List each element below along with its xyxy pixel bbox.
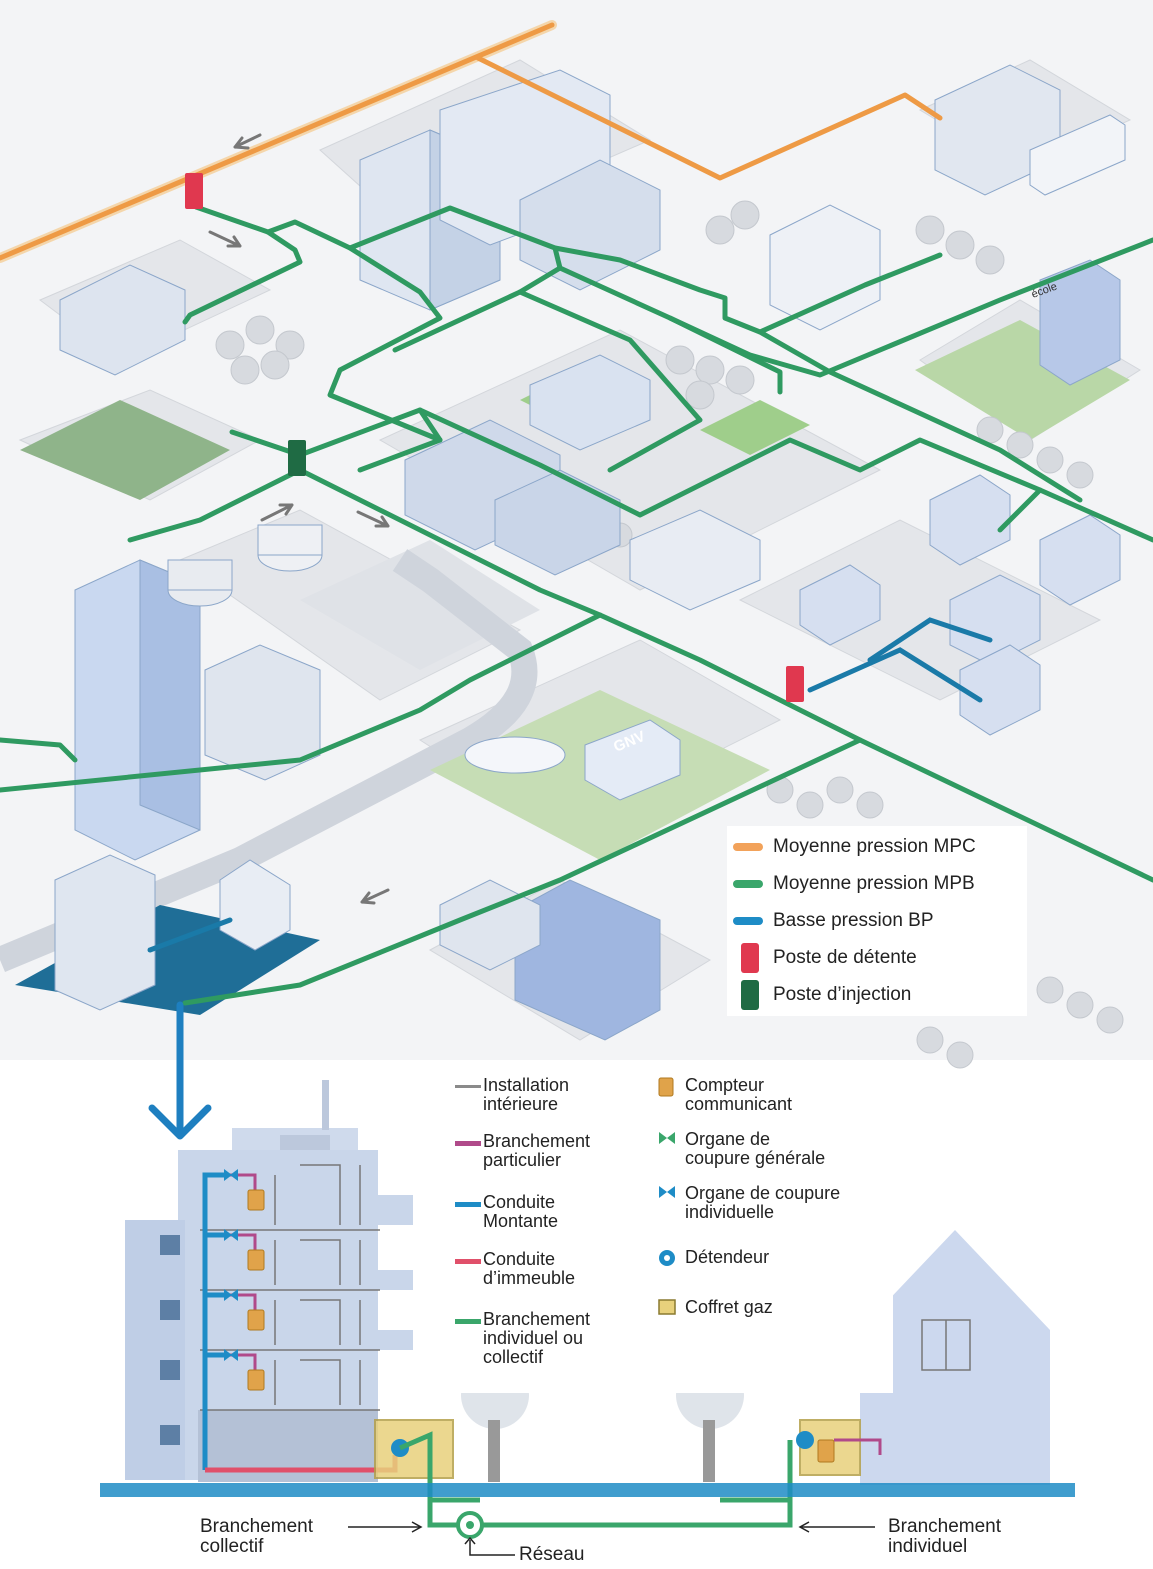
legend-line-swatch	[455, 1319, 481, 1324]
legend-row: Moyenne pression MPC	[727, 832, 976, 862]
legend-row: Basse pression BP	[727, 906, 934, 936]
label-branchement-individuel: Branchement individuel	[888, 1516, 1002, 1557]
legend-label: Moyenne pression MPC	[773, 836, 976, 857]
legend-label: Compteur communicant	[685, 1075, 793, 1114]
legend-line-swatch	[727, 869, 773, 899]
poste-injection-marker	[288, 440, 306, 476]
legend-label: Branchement particulier	[483, 1131, 591, 1170]
legend-line-swatch	[727, 832, 773, 862]
poste-detente-markers	[185, 173, 804, 702]
flow-arrows	[208, 133, 390, 905]
legend-line-swatch	[455, 1202, 481, 1207]
buildings	[54, 64, 1126, 1041]
legend-line-swatch	[455, 1141, 481, 1146]
legend-label: Installation intérieure	[483, 1075, 570, 1114]
flat-green-roof-2	[700, 400, 810, 455]
legend-label: Organe de coupure générale	[685, 1129, 826, 1168]
regulator-icon	[658, 1249, 676, 1272]
gas-box-icon	[658, 1299, 676, 1320]
legend-line-swatch	[455, 1085, 481, 1088]
legend-label: Basse pression BP	[773, 910, 934, 931]
general-valve-icon	[658, 1131, 676, 1150]
legend-label: Poste de détente	[773, 947, 917, 968]
legend-row: Moyenne pression MPB	[727, 869, 975, 899]
legend-line-swatch	[727, 906, 773, 936]
mpb-pipeline	[0, 204, 1153, 1006]
label-reseau: Réseau	[519, 1544, 585, 1565]
legend-box-swatch	[727, 943, 773, 973]
bp-pipeline	[147, 617, 993, 953]
meter-icon	[658, 1077, 674, 1102]
legend-label: Détendeur	[685, 1247, 770, 1267]
label-branchement-collectif: Branchement collectif	[200, 1516, 314, 1557]
parking-lot	[300, 540, 540, 670]
main-road	[0, 549, 538, 972]
legend-label: Coffret gaz	[685, 1297, 773, 1317]
school-yard	[915, 320, 1130, 440]
legend-line-swatch	[455, 1259, 481, 1264]
legend-label: Organe de coupure individuelle	[685, 1183, 841, 1222]
legend-label: Conduite d’immeuble	[483, 1249, 576, 1288]
legend-box-swatch	[727, 980, 773, 1010]
legend-row: Poste d’injection	[727, 980, 911, 1010]
mpc-pipeline	[0, 20, 943, 263]
apartment-building	[125, 1080, 480, 1503]
farm-field	[20, 400, 230, 500]
legend-label: Conduite Montante	[483, 1192, 559, 1231]
legend-label: Moyenne pression MPB	[773, 873, 975, 894]
reseau-pipe	[427, 1500, 793, 1528]
network-legend: Moyenne pression MPC Moyenne pression MPB…	[727, 826, 1027, 1016]
legend-label: Branchement individuel ou collectif	[483, 1309, 591, 1367]
legend-row: Poste de détente	[727, 943, 917, 973]
down-arrow	[148, 1001, 212, 1140]
legend-label: Poste d’injection	[773, 984, 912, 1005]
individual-valve-icon	[658, 1185, 676, 1204]
street-level	[100, 1483, 1075, 1497]
